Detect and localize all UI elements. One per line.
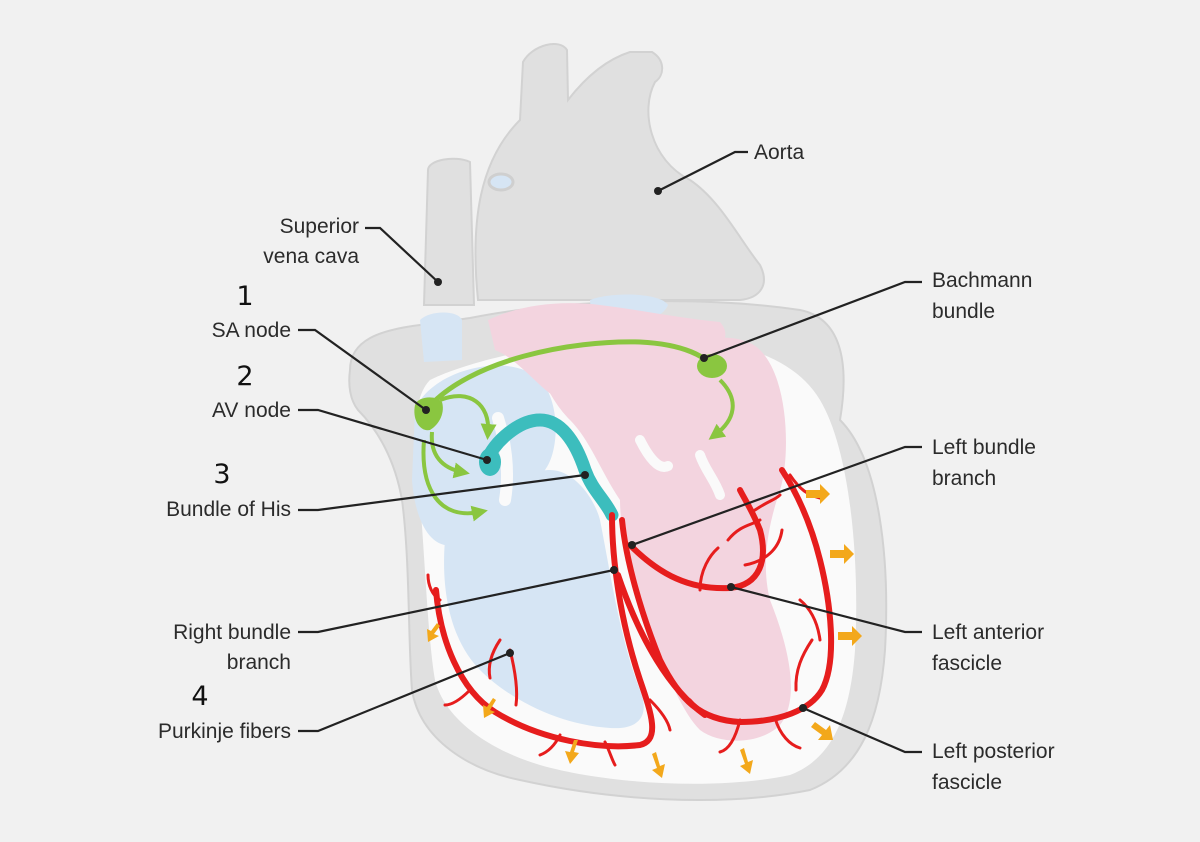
aortic-branch-opening [487, 172, 515, 192]
step-number-4: 4 [191, 681, 208, 712]
labels: Aorta Superior vena cava Bachmann bundle… [158, 141, 1055, 794]
purkinje-fiber [426, 573, 442, 602]
leader-dot [654, 187, 662, 195]
purkinje-fiber [726, 518, 762, 542]
leader-dot [628, 541, 636, 549]
impulse-arrows [427, 484, 862, 778]
left-ventricle [540, 337, 791, 741]
left-bundle-branch-path [619, 467, 835, 725]
impulse-arrow [740, 748, 753, 774]
bachmann-arrow [708, 378, 735, 440]
purkinje-fiber [603, 740, 617, 767]
purkinje-fiber [648, 698, 672, 732]
leader-right-bundle-branch [298, 568, 615, 634]
right-ventricle [444, 470, 644, 729]
purkinje-fiber [753, 493, 782, 512]
superior-vena-cava [422, 157, 476, 306]
label-left-bundle-branch-line1: Left bundle [932, 436, 1036, 459]
valve-flap [695, 450, 725, 500]
label-left-posterior-fascicle-line2: fascicle [932, 771, 1002, 794]
impulse-arrow [427, 623, 440, 642]
leader-left-posterior-fascicle [802, 706, 922, 754]
label-bachmann-bundle-line2: bundle [932, 300, 995, 323]
label-right-bundle-branch-line2: branch [227, 651, 291, 674]
impulse-arrow [483, 698, 496, 718]
leader-lines [298, 150, 922, 754]
impulse-arrow [806, 484, 830, 504]
purkinje-fiber [698, 546, 720, 592]
leader-purkinje-fibers [298, 651, 511, 733]
av-node-to-his [479, 413, 619, 522]
leader-dot [483, 456, 491, 464]
step-number-3: 3 [213, 459, 230, 490]
aorta [474, 43, 765, 301]
label-sa-node: SA node [212, 319, 291, 342]
leader-dot [434, 278, 442, 286]
valve-flap [492, 412, 514, 506]
step-number-1: 1 [236, 281, 253, 312]
impulse-arrow [830, 544, 854, 564]
purkinje-fiber [538, 733, 562, 757]
label-left-posterior-fascicle-line1: Left posterior [932, 740, 1055, 763]
internodal-arrow [429, 431, 470, 479]
conduction-system [414, 339, 862, 778]
leader-dot [506, 649, 514, 657]
purkinje-fiber [688, 698, 717, 718]
impulse-arrow [565, 740, 579, 764]
internodal-arrow [421, 439, 488, 522]
label-aorta: Aorta [754, 141, 805, 164]
leader-dot [422, 406, 430, 414]
purkinje-fiber [794, 638, 814, 692]
leader-dot [610, 566, 618, 574]
left-anterior-fascicle-path [627, 487, 766, 592]
purkinje-fiber [718, 718, 742, 754]
leader-dot [799, 704, 807, 712]
impulse-arrow [838, 626, 862, 646]
leader-sa-node [298, 328, 427, 411]
label-superior-vena-cava-line2: vena cava [263, 245, 359, 268]
label-bundle-of-his: Bundle of His [166, 498, 291, 521]
leader-bundle-of-his [298, 473, 586, 512]
label-av-node: AV node [212, 399, 291, 422]
internodal-arrow [439, 394, 497, 440]
leader-superior-vena-cava [365, 226, 439, 283]
right-bundle-branch-path [433, 512, 656, 750]
purkinje-fiber [443, 688, 472, 707]
label-purkinje-fibers: Purkinje fibers [158, 720, 291, 743]
valve-flap [635, 435, 673, 472]
label-left-anterior-fascicle-line1: Left anterior [932, 621, 1044, 644]
impulse-arrow [652, 752, 665, 778]
leader-dot [581, 471, 589, 479]
impulse-arrow [811, 722, 833, 740]
step-number-2: 2 [236, 361, 253, 392]
leader-left-anterior-fascicle [730, 585, 922, 634]
label-bachmann-bundle-line1: Bachmann [932, 269, 1032, 292]
leader-left-bundle-branch [631, 445, 922, 547]
label-left-anterior-fascicle-line2: fascicle [932, 652, 1002, 675]
leader-dot [700, 354, 708, 362]
leader-dot [727, 583, 735, 591]
leader-bachmann-bundle [703, 280, 922, 360]
purkinje-fiber [798, 598, 822, 642]
leader-av-node [298, 408, 488, 462]
purkinje-fiber [743, 528, 784, 567]
purkinje-fiber [773, 716, 802, 750]
leader-aorta [657, 150, 748, 192]
bachmann-bundle-path [426, 339, 721, 410]
label-right-bundle-branch-line1: Right bundle [173, 621, 291, 644]
pulmonary-vessel-left [420, 312, 462, 362]
label-left-bundle-branch-line2: branch [932, 467, 996, 490]
label-superior-vena-cava-line1: Superior [280, 215, 359, 238]
